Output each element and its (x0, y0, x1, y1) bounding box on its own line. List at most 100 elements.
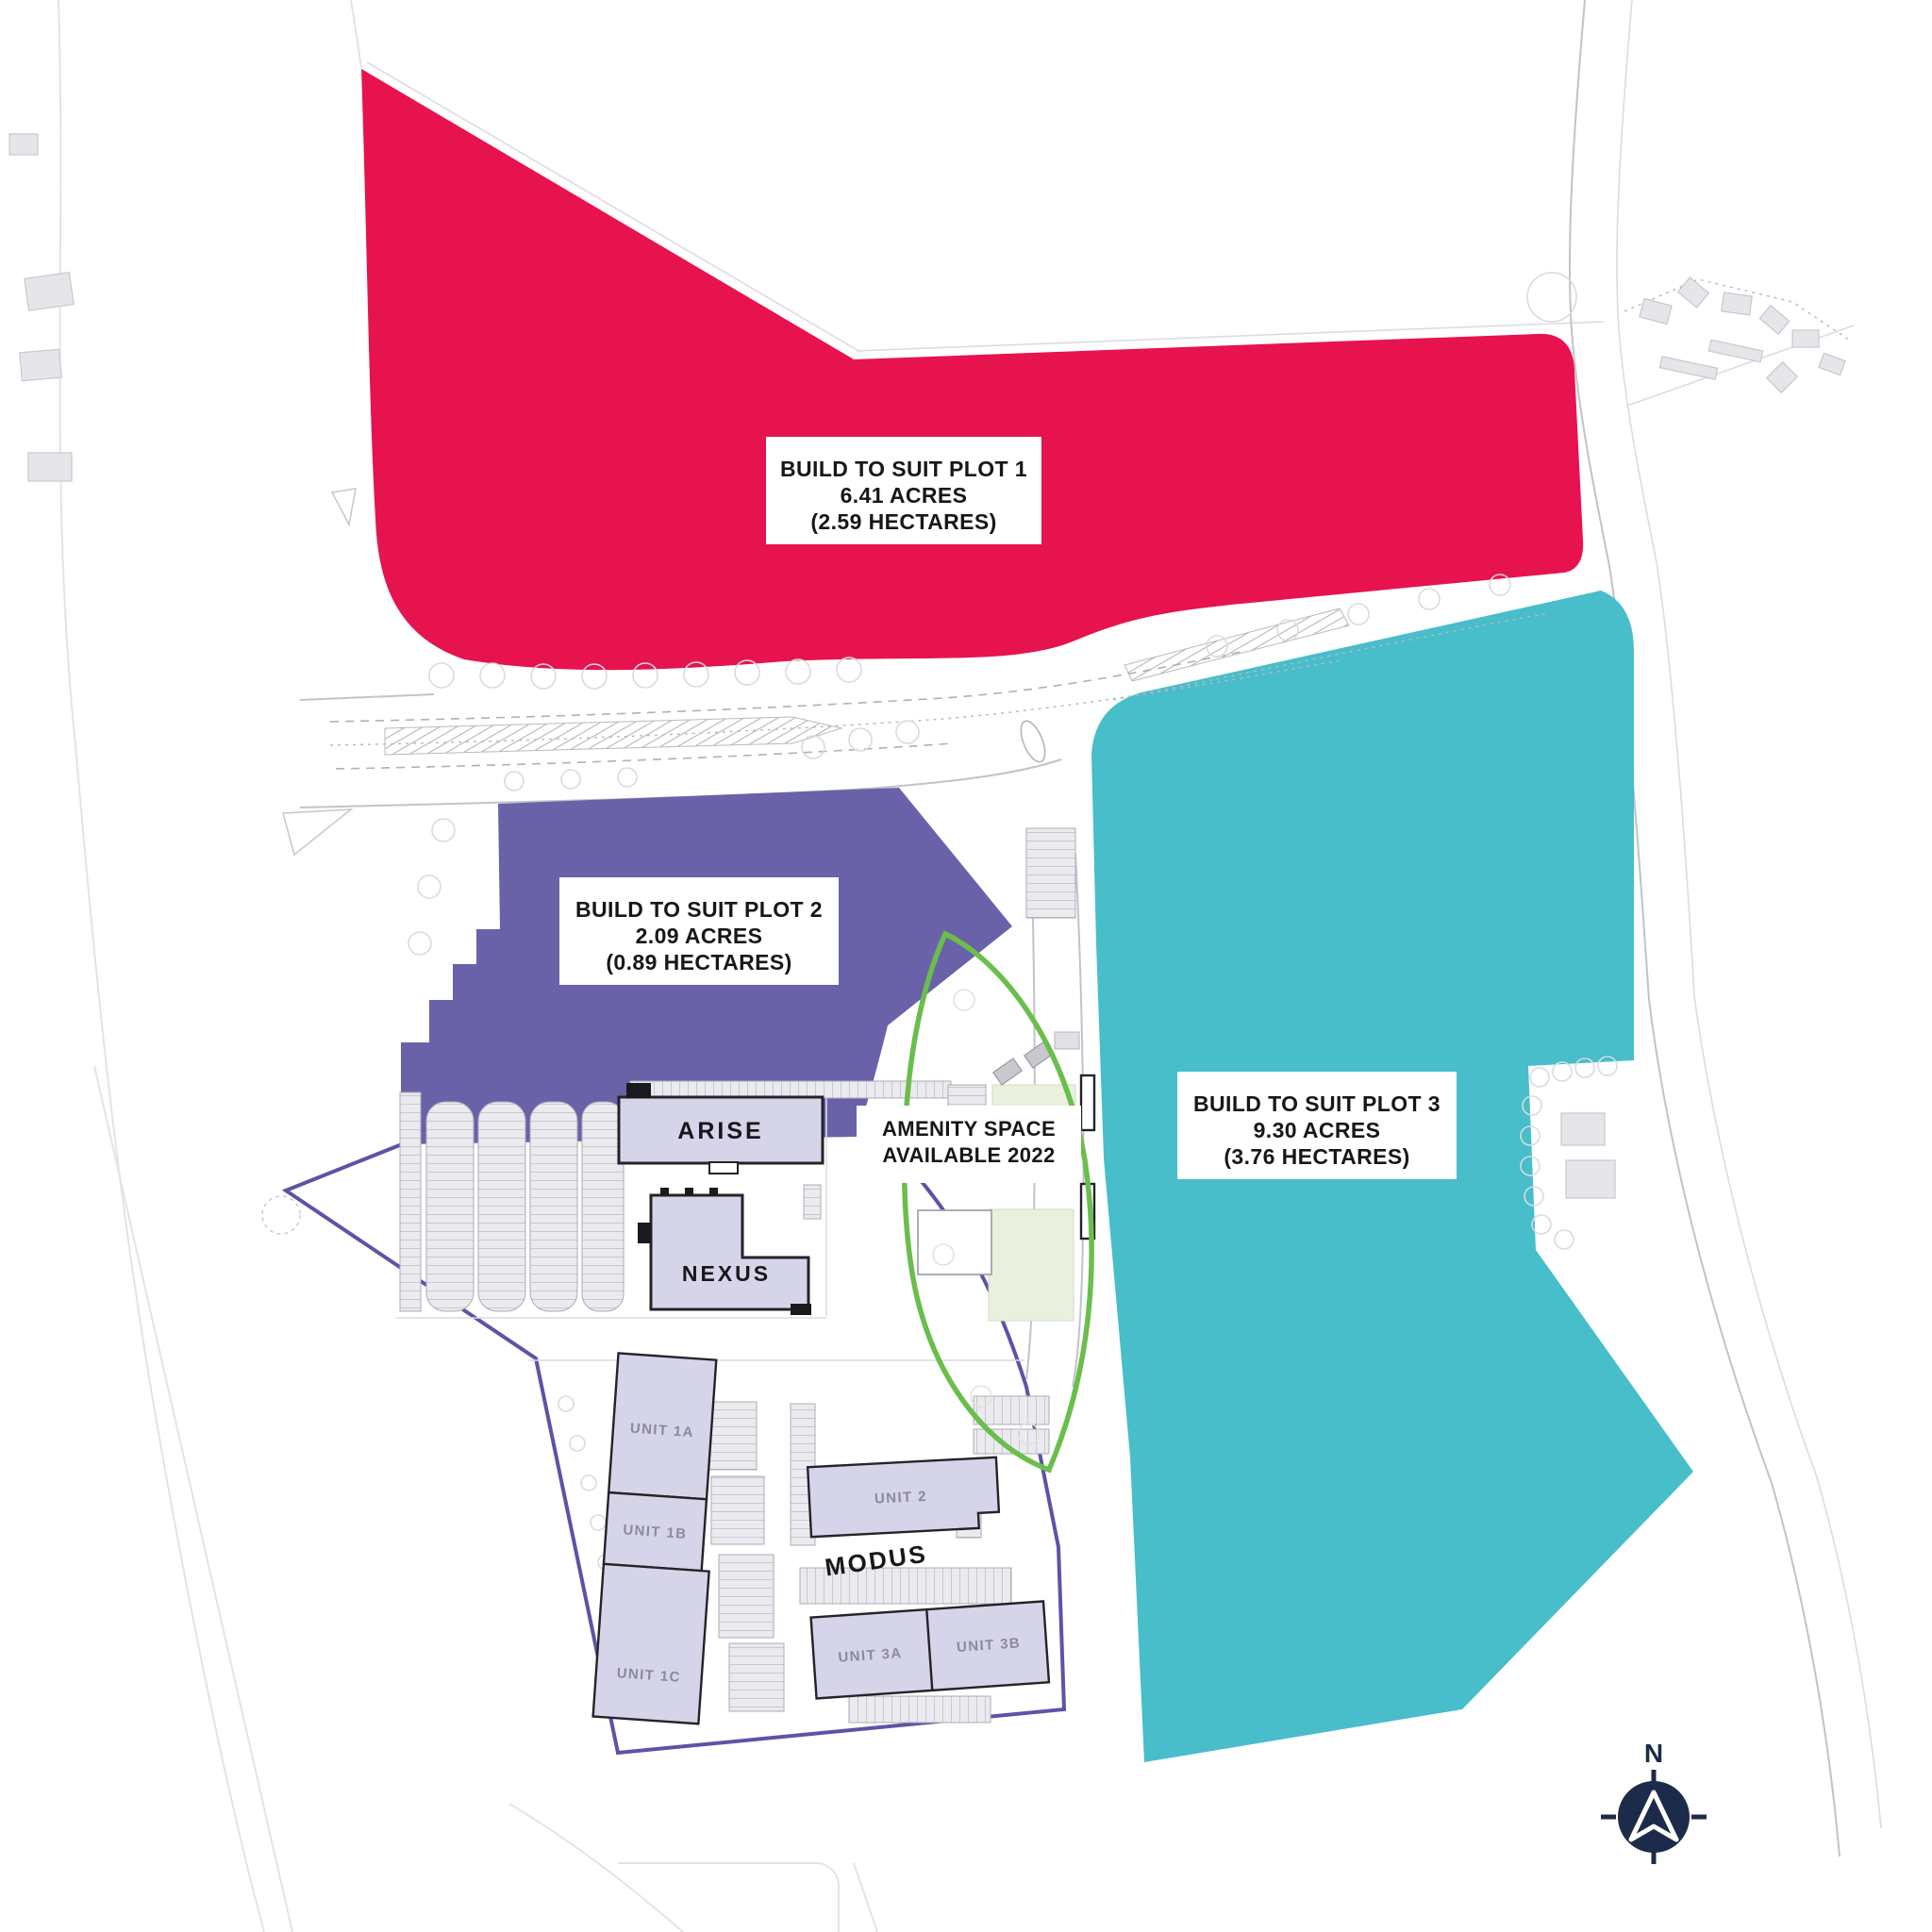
label-box (857, 1106, 1081, 1183)
road-edge (299, 693, 435, 701)
stairs (1025, 827, 1076, 919)
estate-building (1676, 276, 1710, 308)
unit-3-divider (925, 1609, 934, 1690)
estate-building (1758, 304, 1790, 336)
tree-icon (1529, 1067, 1550, 1088)
tree-icon (1597, 1056, 1618, 1076)
offsite-house (24, 272, 75, 311)
field-line (58, 0, 265, 1932)
tree-icon (1526, 272, 1577, 323)
plot-2-acres: 2.09 ACRES (636, 924, 763, 948)
unit-1c-label: UNIT 1C (616, 1665, 681, 1686)
label-box (1177, 1072, 1457, 1179)
plot-3-hectares: (3.76 HECTARES) (1224, 1144, 1409, 1169)
parking-row (728, 1642, 785, 1712)
amenity-line1: AMENITY SPACE (882, 1117, 1056, 1141)
tree-icon (504, 771, 525, 791)
seating (992, 1058, 1023, 1086)
existing-estate (1624, 276, 1850, 394)
road-hatch-strip (384, 716, 843, 756)
tree-icon (848, 727, 873, 752)
parking-row (425, 1101, 475, 1312)
nexus-rooftop-unit (660, 1188, 669, 1195)
unit-3b-label: UNIT 3B (957, 1635, 1022, 1656)
estate-building (1639, 297, 1673, 325)
offsite-house (1560, 1112, 1606, 1146)
tree-icon (895, 720, 920, 744)
tree-icon (580, 1474, 597, 1491)
tree-icon (1520, 1125, 1541, 1146)
field-line (853, 1862, 878, 1932)
parking-row (799, 1567, 1012, 1605)
road-hatch-strip (1124, 608, 1350, 682)
tree-icon (581, 663, 608, 690)
estate-building (1721, 291, 1753, 316)
arise-canopy (708, 1161, 739, 1174)
parking-row (581, 1101, 625, 1312)
lane-marking (335, 742, 954, 770)
traffic-island (330, 488, 357, 527)
lane-marking (329, 659, 1341, 746)
traffic-island (1020, 720, 1046, 763)
tree-icon (431, 818, 456, 842)
label-box (559, 877, 839, 985)
nexus-entrance (791, 1304, 811, 1315)
tree-icon (801, 735, 825, 759)
nexus-rooftop-unit (685, 1188, 693, 1195)
parking-row (973, 1395, 1050, 1425)
tree-icon (1206, 635, 1228, 658)
unit-2-label: UNIT 2 (874, 1489, 928, 1507)
field-line (350, 0, 362, 70)
compass-icon: N (1601, 1739, 1707, 1864)
shelter (1079, 1074, 1096, 1132)
plot-3-acres: 9.30 ACRES (1254, 1118, 1381, 1142)
roundabout (261, 1195, 301, 1235)
offsite-house (8, 133, 39, 156)
lane-marking (1112, 612, 1548, 701)
tree-icon (683, 661, 709, 688)
parking-row (848, 1695, 991, 1724)
parking-row (629, 1080, 952, 1099)
compass-north-label: N (1644, 1739, 1663, 1768)
tree-icon (530, 663, 557, 690)
tree-icon (836, 657, 862, 683)
plot-2-name: BUILD TO SUIT PLOT 2 (575, 897, 823, 922)
label-box (766, 437, 1041, 544)
tree-icon (558, 1395, 575, 1412)
field-line (366, 61, 861, 353)
unit-1b-label: UNIT 1B (623, 1522, 688, 1542)
road-edge (1616, 0, 1882, 1829)
arise-entrance (626, 1083, 651, 1098)
buildings: ARISE NEXUS UNIT 1A UNIT 1B UNIT 1C UNIT… (591, 1083, 1051, 1725)
parking-row (529, 1101, 578, 1312)
plot-1-region (361, 69, 1584, 671)
plot-2-hectares: (0.89 HECTARES) (606, 950, 791, 974)
plot-3-name: BUILD TO SUIT PLOT 3 (1193, 1091, 1441, 1116)
unit-3a-label: UNIT 3A (838, 1645, 903, 1666)
tree-icon (1520, 1156, 1541, 1176)
tree-icon (1524, 1186, 1544, 1207)
tree-icon (479, 662, 506, 689)
tree-icon (1522, 1095, 1542, 1116)
nexus-building (649, 1193, 810, 1311)
parking-row (399, 1091, 422, 1312)
arise-label: ARISE (677, 1118, 763, 1144)
tree-icon (1531, 1214, 1552, 1235)
tree-icon (1418, 588, 1441, 610)
tree-icon (590, 1514, 607, 1531)
estate-building (1791, 329, 1820, 348)
field-line (93, 1065, 293, 1932)
parking-row (710, 1475, 765, 1545)
tree-icon (1276, 619, 1299, 641)
plot-1-acres: 6.41 ACRES (841, 483, 968, 508)
tree-icon (1554, 1229, 1574, 1250)
tree-icon (560, 769, 581, 790)
unit-1-block: UNIT 1A UNIT 1B UNIT 1C (591, 1352, 718, 1725)
arise-building (617, 1095, 824, 1165)
teal-notch-details (1520, 1056, 1618, 1250)
tree-icon (569, 1435, 586, 1452)
offsite-house (1565, 1159, 1616, 1199)
tree-icon (1017, 1423, 1040, 1445)
tree-icon (1347, 603, 1370, 625)
